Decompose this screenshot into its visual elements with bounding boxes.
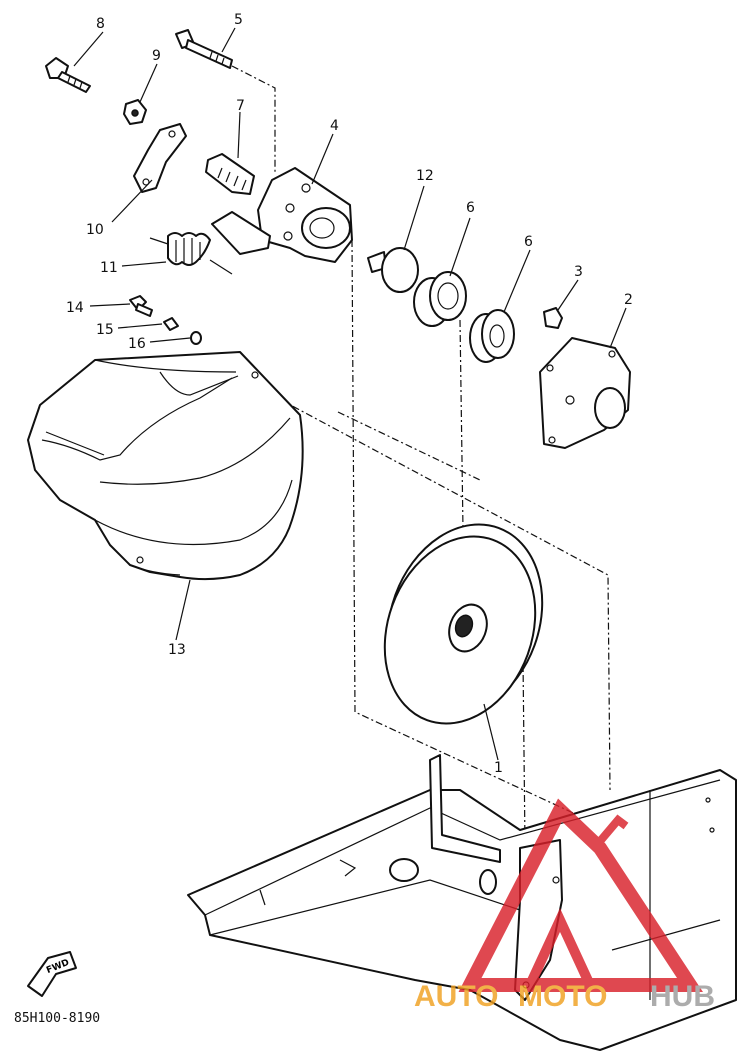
- callout-6b: 6: [524, 234, 533, 250]
- part-9-nut: [123, 99, 147, 125]
- watermark-auto: AUTO: [414, 980, 498, 1013]
- part-2-plate: [539, 337, 631, 449]
- part-8-bolt: [45, 57, 91, 93]
- callout-labels: 8 5 9 7 4 12 6 6 10 11 3 2 14 15 16 13 1: [66, 12, 633, 776]
- part-16-washer: [190, 331, 202, 345]
- callout-15: 15: [96, 322, 114, 338]
- part-13-drive-cover: [27, 351, 304, 581]
- callout-9: 9: [152, 48, 161, 64]
- callout-14: 14: [66, 300, 84, 316]
- fwd-arrow-icon: FWD: [27, 951, 77, 997]
- callout-5: 5: [234, 12, 243, 28]
- callout-8: 8: [96, 16, 105, 32]
- part-15-nut: [163, 317, 179, 331]
- alignment-lines: [231, 65, 611, 846]
- part-14-screw: [129, 295, 153, 317]
- callout-4: 4: [330, 118, 339, 134]
- part-6-bushing-a: [413, 271, 467, 327]
- warning-triangle-icon: [458, 798, 703, 992]
- callout-7: 7: [236, 98, 245, 114]
- callout-6a: 6: [466, 200, 475, 216]
- part-6-bushing-b: [469, 309, 515, 363]
- callout-1: 1: [494, 760, 503, 776]
- part-5-bolt: [175, 29, 233, 69]
- callout-2: 2: [624, 292, 633, 308]
- callout-3: 3: [574, 264, 583, 280]
- part-4-housing: [211, 167, 353, 263]
- automotohub-watermark-logo: AUTO MOTO HUB: [414, 798, 715, 1013]
- part-3-bolt: [543, 307, 563, 329]
- callout-13: 13: [168, 642, 186, 658]
- callout-12: 12: [416, 168, 434, 184]
- callout-16: 16: [128, 336, 146, 352]
- callout-11: 11: [100, 260, 118, 276]
- part-1-sheave: [383, 523, 544, 725]
- part-10-bracket: [133, 123, 187, 193]
- part-11-spring: [149, 232, 233, 275]
- part-7-adjuster: [205, 153, 255, 195]
- part-12-pin: [367, 247, 419, 293]
- diagram-code: 85H100-8190: [14, 1011, 100, 1026]
- leader-lines: [73, 27, 627, 761]
- watermark-moto: MOTO: [518, 980, 607, 1013]
- callout-10: 10: [86, 222, 104, 238]
- watermark-hub: HUB: [650, 980, 715, 1013]
